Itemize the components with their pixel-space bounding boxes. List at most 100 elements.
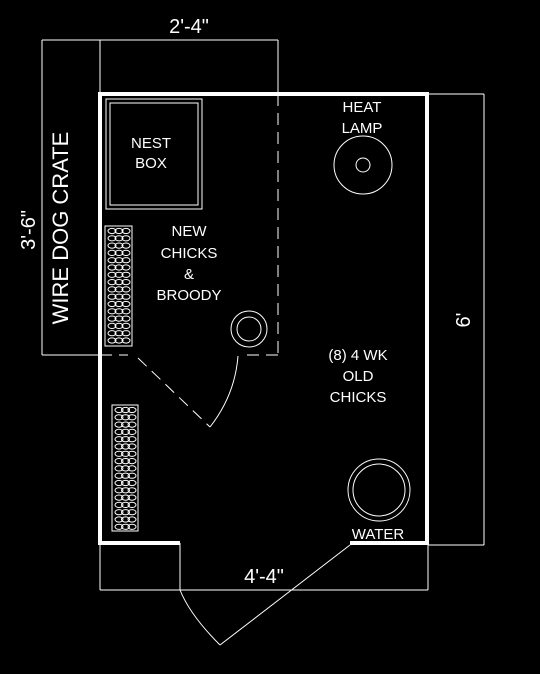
feeder-hole	[107, 330, 117, 337]
feeder-hole	[114, 523, 124, 530]
dimension-bottom-label: 4'-4"	[244, 566, 284, 588]
feeder-hole	[121, 501, 130, 508]
heat-lamp-label-line2: LAMP	[342, 120, 383, 137]
feeder-hole	[114, 465, 124, 472]
feeder-hole	[114, 436, 124, 443]
feeder-hole	[114, 509, 124, 516]
room-waterer: WATER	[347, 458, 411, 543]
feeder-hole	[121, 421, 130, 428]
feeder-hole	[114, 458, 124, 465]
feeder-hole	[107, 315, 117, 322]
feeder-hole	[121, 279, 131, 286]
feeder-hole	[121, 257, 131, 264]
feeder-hole	[121, 436, 130, 443]
feeder-hole	[121, 293, 131, 300]
nest-box: NEST BOX	[105, 98, 203, 210]
feeder-hole	[127, 465, 137, 472]
feeder-hole	[127, 523, 137, 530]
feeder-hole	[121, 286, 131, 293]
feeder-hole	[107, 264, 117, 271]
feeder-hole	[114, 479, 124, 487]
new-chicks-area: NEW CHICKS & BROODY	[156, 223, 221, 304]
feeder-hole	[127, 428, 137, 435]
feeder-hole	[114, 406, 124, 414]
feeder-hole	[121, 242, 131, 249]
dimension-top: 2'-4"	[41, 16, 279, 356]
feeder-hole	[121, 337, 131, 344]
dimension-right-label: 6'	[453, 313, 475, 328]
feeder-hole	[114, 494, 124, 501]
crate-waterer	[230, 310, 268, 348]
feeder-hole	[114, 279, 124, 286]
feeder-hole	[114, 227, 124, 235]
room-waterer-icon	[347, 458, 411, 522]
feeder-hole	[114, 308, 124, 315]
feeder-hole	[121, 428, 130, 435]
feeder-hole	[121, 443, 130, 450]
feeder-hole	[114, 472, 124, 479]
feeder-hole	[121, 472, 130, 479]
dimension-left: 3'-6"	[18, 210, 40, 250]
feeder-hole	[107, 242, 117, 249]
feeder-hole	[127, 487, 137, 494]
feeder-hole	[107, 337, 117, 344]
feeder-hole	[121, 494, 130, 501]
feeder-hole	[114, 487, 124, 494]
feeder-hole	[121, 479, 130, 487]
feeder-hole	[127, 509, 137, 516]
feeder-hole	[114, 286, 124, 293]
feeder-hole	[127, 443, 137, 450]
feeder-hole	[107, 279, 117, 286]
feeder-hole	[107, 300, 117, 308]
feeder-hole	[107, 249, 117, 256]
feeder-hole	[127, 472, 137, 479]
feeder-hole	[121, 271, 131, 278]
feeder-hole	[114, 257, 124, 264]
feeder-hole	[107, 286, 117, 293]
feeder-hole	[121, 322, 131, 329]
feeder-hole	[127, 406, 137, 414]
room-walls	[98, 92, 429, 545]
feeder-hole	[114, 450, 124, 457]
feeder-hole	[121, 523, 130, 530]
feeder-hole	[121, 315, 131, 322]
dimension-bottom: 4'-4"	[99, 545, 429, 591]
feeder-hole	[121, 264, 131, 271]
feeder-hole	[127, 516, 137, 523]
feeder-hole	[114, 235, 124, 242]
feeder-hole	[114, 428, 124, 435]
feeder-hole	[114, 501, 124, 508]
room-feeder	[111, 404, 139, 532]
feeder-hole	[121, 235, 131, 242]
feeder-hole	[121, 308, 131, 315]
feeder-hole	[107, 308, 117, 315]
feeder-hole	[127, 479, 137, 487]
new-chicks-label-line1: NEW	[172, 223, 208, 240]
feeder-hole	[121, 249, 131, 256]
feeder-hole	[121, 450, 130, 457]
feeder-hole	[121, 509, 130, 516]
old-chicks-label-line3: CHICKS	[330, 389, 387, 406]
feeder-hole	[121, 414, 130, 421]
feeder-hole	[114, 443, 124, 450]
feeder-hole	[121, 330, 131, 337]
old-chicks-area: (8) 4 WK OLD CHICKS	[328, 347, 387, 406]
nest-box-label-line1: NEST	[131, 135, 171, 152]
dimension-right: 6'	[428, 93, 485, 546]
feeder-hole	[114, 414, 124, 421]
new-chicks-label-line2: CHICKS	[161, 245, 218, 262]
old-chicks-label-line2: OLD	[343, 368, 374, 385]
feeder-hole	[127, 501, 137, 508]
heat-lamp-icon	[333, 135, 393, 195]
feeder-hole	[107, 271, 117, 278]
feeder-hole	[114, 249, 124, 256]
new-chicks-label-line3: &	[184, 266, 194, 283]
feeder-hole	[114, 300, 124, 308]
crate-waterer-icon	[230, 310, 268, 348]
feeder-hole	[114, 242, 124, 249]
feeder-hole	[127, 436, 137, 443]
feeder-hole	[107, 293, 117, 300]
feeder-hole	[127, 450, 137, 457]
feeder-hole	[114, 322, 124, 329]
